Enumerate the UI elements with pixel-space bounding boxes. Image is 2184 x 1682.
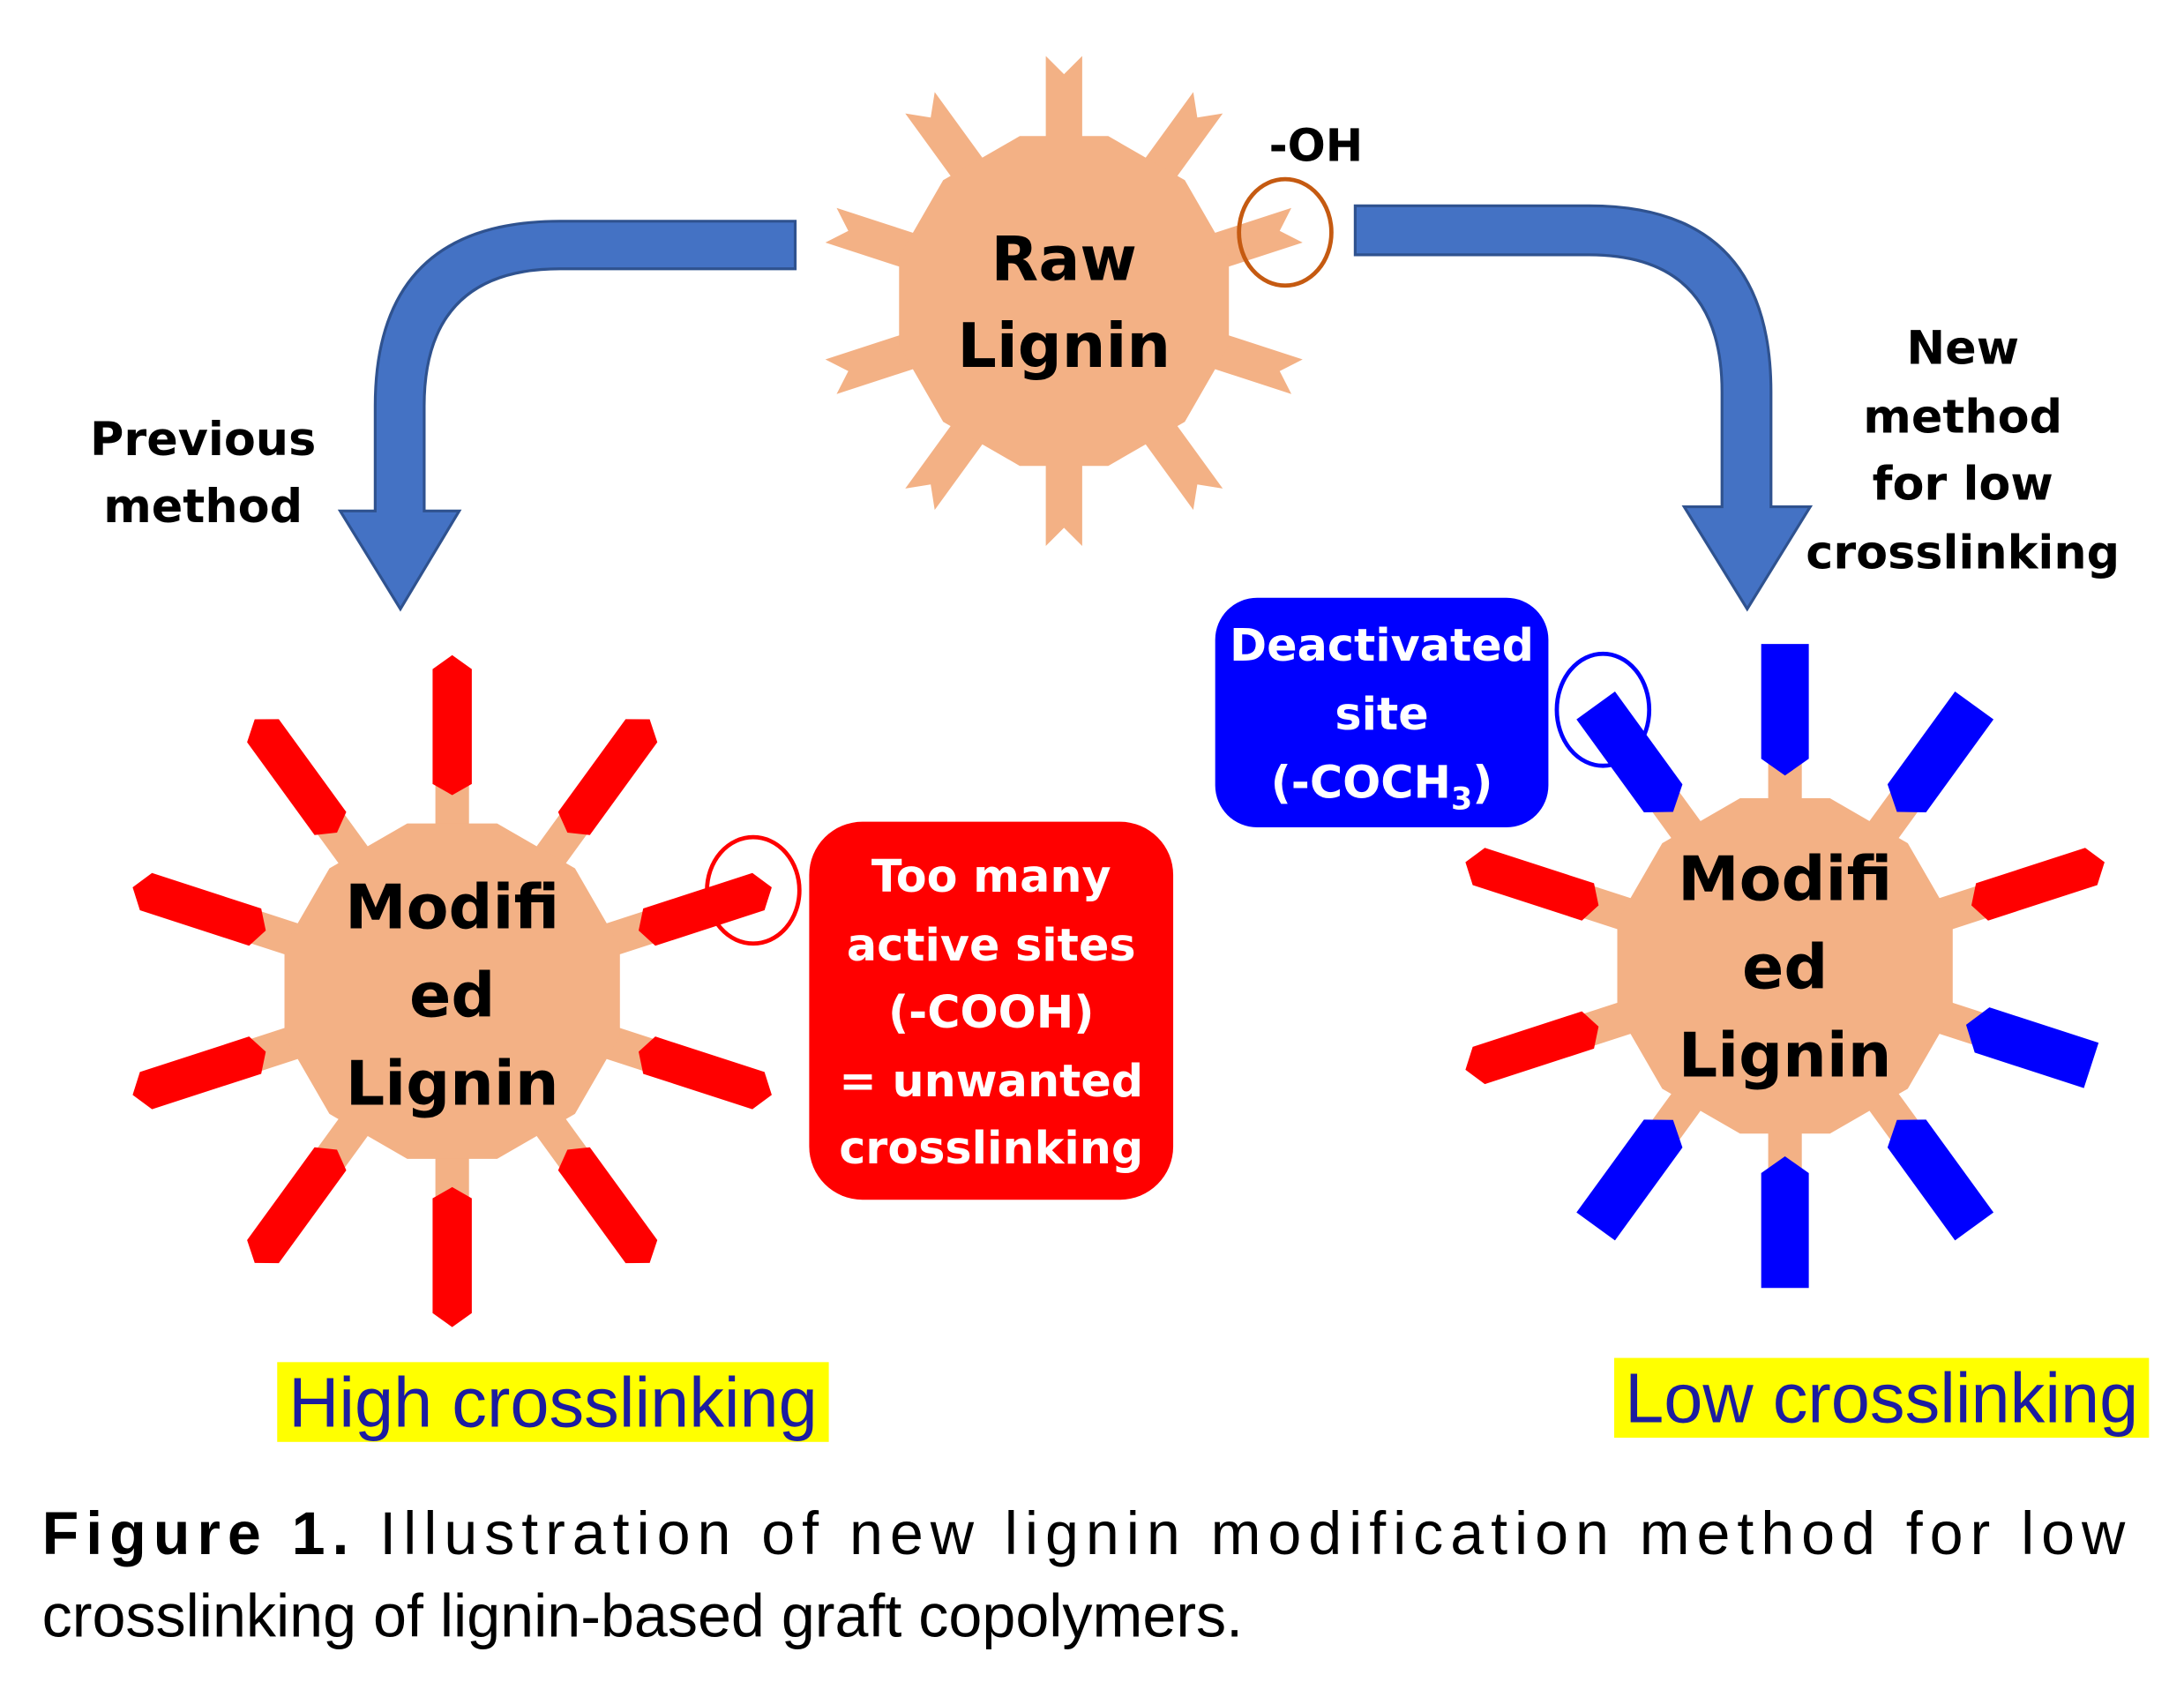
deactivated-site-tip xyxy=(1965,1007,2099,1088)
modified-lignin-right-label-1: Modifi xyxy=(1678,844,1892,916)
modified-lignin-left xyxy=(132,654,772,1327)
oh-label: -OH xyxy=(1269,120,1364,172)
modified-lignin-right xyxy=(1465,644,2105,1289)
modified-lignin-left-label-2: ed xyxy=(409,960,495,1031)
figure-label: Figure 1. xyxy=(42,1500,349,1567)
modified-lignin-right-label-2: ed xyxy=(1742,932,1828,1004)
previous-method-label-2: method xyxy=(103,480,303,534)
active-site-tip xyxy=(1465,1011,1599,1085)
modified-lignin-right-label-3: Lignin xyxy=(1679,1020,1892,1092)
modified-lignin-left-label-1: Modifi xyxy=(345,871,559,943)
active-site-tip xyxy=(1971,848,2105,921)
deactivated-site-circle xyxy=(1554,651,1652,768)
deactivated-callout-line-1: Deactivated xyxy=(1230,619,1534,671)
deactivated-site-tip xyxy=(1887,1119,1994,1241)
previous-method-label-1: Previous xyxy=(90,413,316,467)
figure-caption-line-2: crosslinking of lignin-based graft copol… xyxy=(42,1582,1244,1649)
raw-lignin xyxy=(825,56,1303,547)
figure-caption-line-1: Figure 1. Illustration of new lignin mod… xyxy=(42,1500,2126,1567)
deactivated-site-tip xyxy=(1576,1119,1683,1241)
active-site-tip xyxy=(132,872,266,946)
lignin-core xyxy=(899,136,1230,467)
active-site-tip xyxy=(1465,848,1599,921)
deactivated-site-tip xyxy=(1761,1156,1809,1289)
active-site-tip xyxy=(557,719,658,835)
deactivated-callout-line-3: (-COCH3) xyxy=(1271,757,1493,818)
hydroxyl-spike xyxy=(1045,440,1082,547)
active-sites-callout xyxy=(809,821,1174,1200)
active-site-tip xyxy=(638,872,772,946)
new-method-label-2: method xyxy=(1863,390,2062,444)
right-curved-arrow xyxy=(1353,204,1814,612)
active-site-tip xyxy=(557,1147,658,1264)
deactivated-site-tip xyxy=(1761,644,1809,776)
active-site-tip xyxy=(638,1036,772,1110)
lignin-core xyxy=(284,823,620,1159)
modified-lignin-left-label-3: Lignin xyxy=(346,1048,559,1119)
active-site-tip xyxy=(247,719,347,835)
active-site-tip xyxy=(132,1036,266,1110)
raw-lignin-label-1: Raw xyxy=(991,223,1137,295)
active-callout-line-4: = unwanted xyxy=(839,1055,1143,1107)
high-crosslinking-label: High crosslinking xyxy=(288,1363,818,1441)
deactivated-site-tip xyxy=(1887,691,1994,812)
active-callout-line-1: Too many xyxy=(871,850,1111,902)
new-method-label-4: crosslinking xyxy=(1806,526,2120,579)
new-method-label-1: New xyxy=(1906,322,2019,376)
active-site-circle xyxy=(705,834,802,946)
active-callout-line-2: active sites xyxy=(847,919,1136,971)
active-callout-line-3: (-COOH) xyxy=(888,986,1095,1038)
high-crosslinking-highlight xyxy=(277,1362,829,1442)
deactivated-callout-line-2: site xyxy=(1335,688,1428,740)
active-site-tip xyxy=(247,1147,347,1264)
deactivated-site-callout xyxy=(1215,597,1549,828)
oh-site-circle xyxy=(1237,176,1334,288)
left-curved-arrow xyxy=(337,220,797,612)
raw-lignin-label-2: Lignin xyxy=(957,310,1171,382)
low-crosslinking-label: Low crosslinking xyxy=(1625,1359,2138,1438)
active-callout-line-5: crosslinking xyxy=(839,1122,1143,1174)
new-method-label-3: for low xyxy=(1873,458,2053,512)
lignin-core xyxy=(1617,798,1953,1134)
hydroxyl-spike xyxy=(1045,56,1082,161)
active-site-tip xyxy=(432,654,472,796)
active-site-tip xyxy=(432,1186,472,1327)
low-crosslinking-highlight xyxy=(1614,1357,2150,1439)
deactivated-site-tip xyxy=(1576,691,1683,812)
